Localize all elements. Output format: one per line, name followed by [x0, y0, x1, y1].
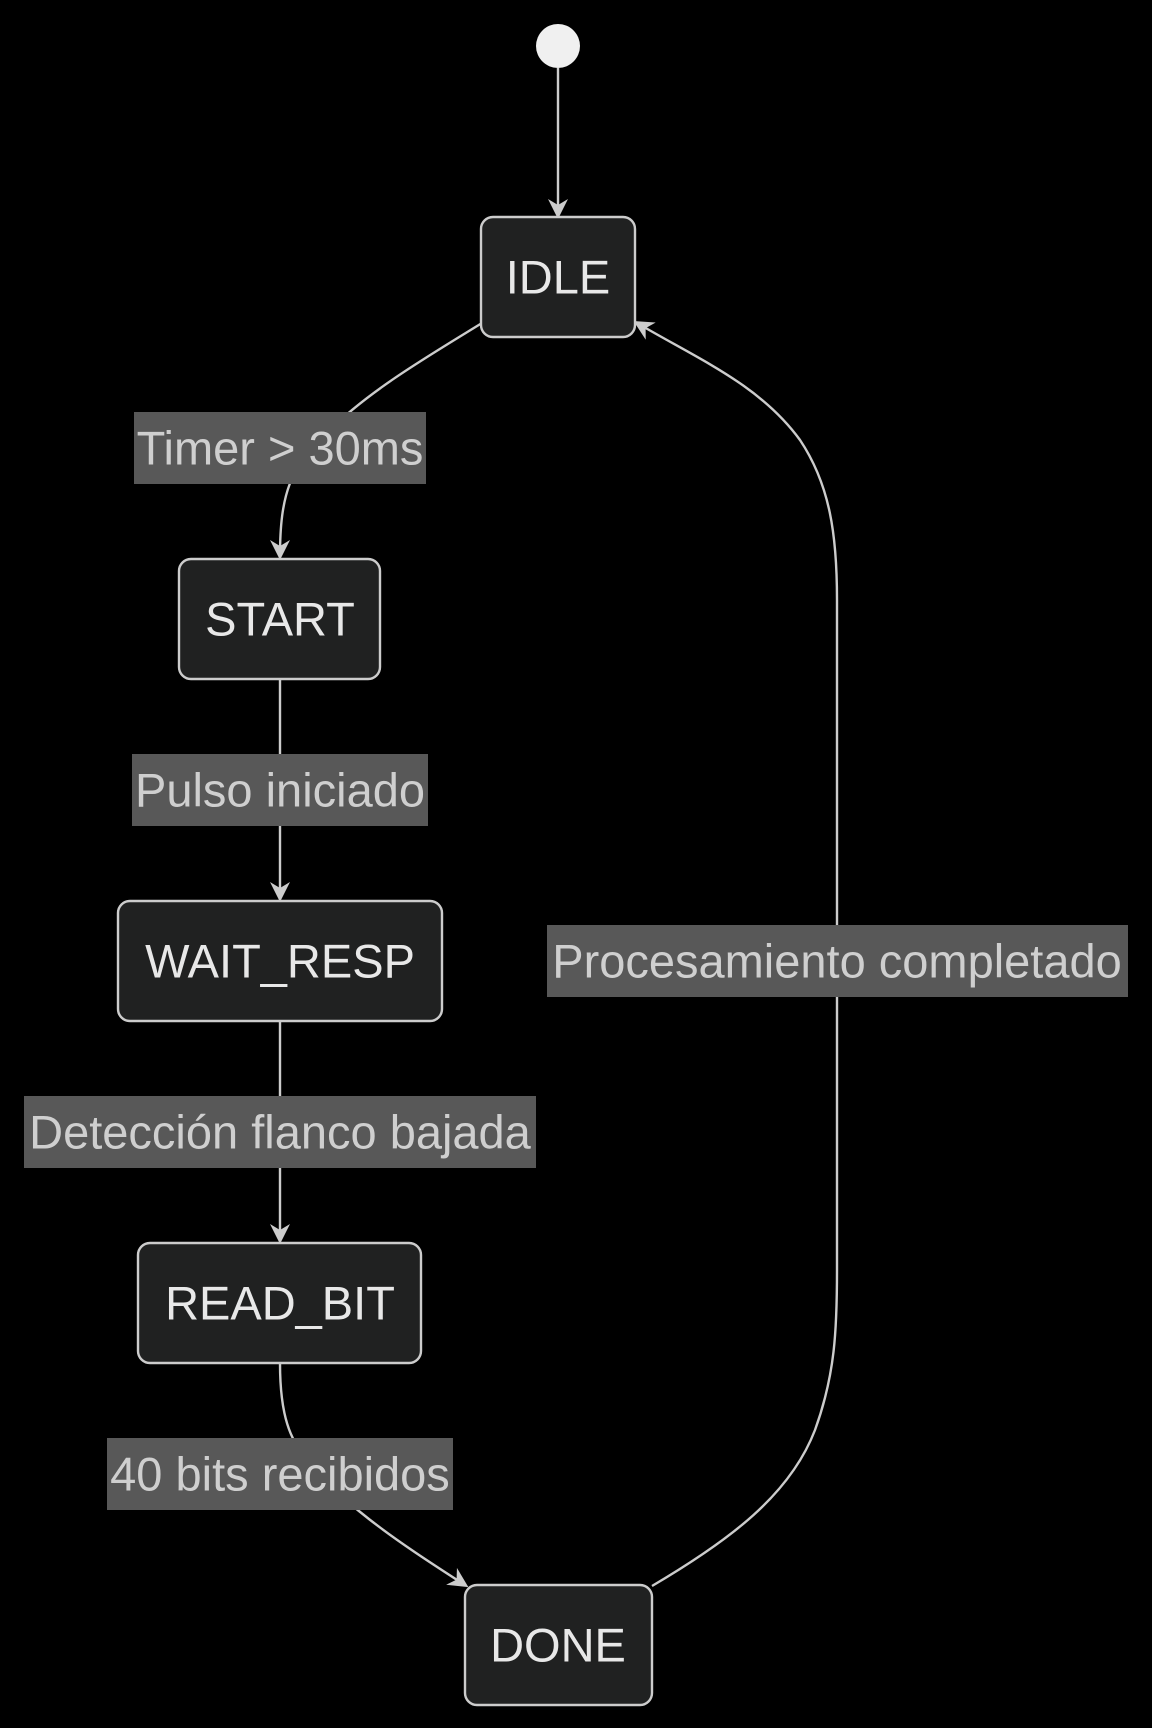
edge-label-pulso: Pulso iniciado	[132, 754, 428, 826]
edge-label-40-bits-text: 40 bits recibidos	[110, 1448, 450, 1501]
state-wait-resp-label: WAIT_RESP	[145, 935, 415, 988]
state-done-label: DONE	[490, 1619, 626, 1672]
edge-label-procesamiento-text: Procesamiento completado	[552, 935, 1122, 988]
state-read-bit-label: READ_BIT	[165, 1277, 395, 1330]
edge-label-timer-text: Timer > 30ms	[137, 422, 424, 475]
state-start-label: START	[205, 593, 355, 646]
state-idle: IDLE	[479, 215, 637, 339]
state-done: DONE	[463, 1583, 654, 1707]
initial-state-dot	[536, 24, 580, 68]
edge-label-40-bits: 40 bits recibidos	[107, 1438, 453, 1510]
state-start: START	[177, 557, 382, 681]
edge-label-timer: Timer > 30ms	[134, 412, 426, 484]
edge-label-deteccion: Detección flanco bajada	[24, 1096, 536, 1168]
edge-label-pulso-text: Pulso iniciado	[135, 764, 425, 817]
edge-label-procesamiento: Procesamiento completado	[547, 925, 1128, 997]
state-wait-resp: WAIT_RESP	[116, 899, 444, 1023]
edge-label-deteccion-text: Detección flanco bajada	[29, 1106, 532, 1159]
state-read-bit: READ_BIT	[136, 1241, 423, 1365]
state-idle-label: IDLE	[506, 251, 611, 304]
